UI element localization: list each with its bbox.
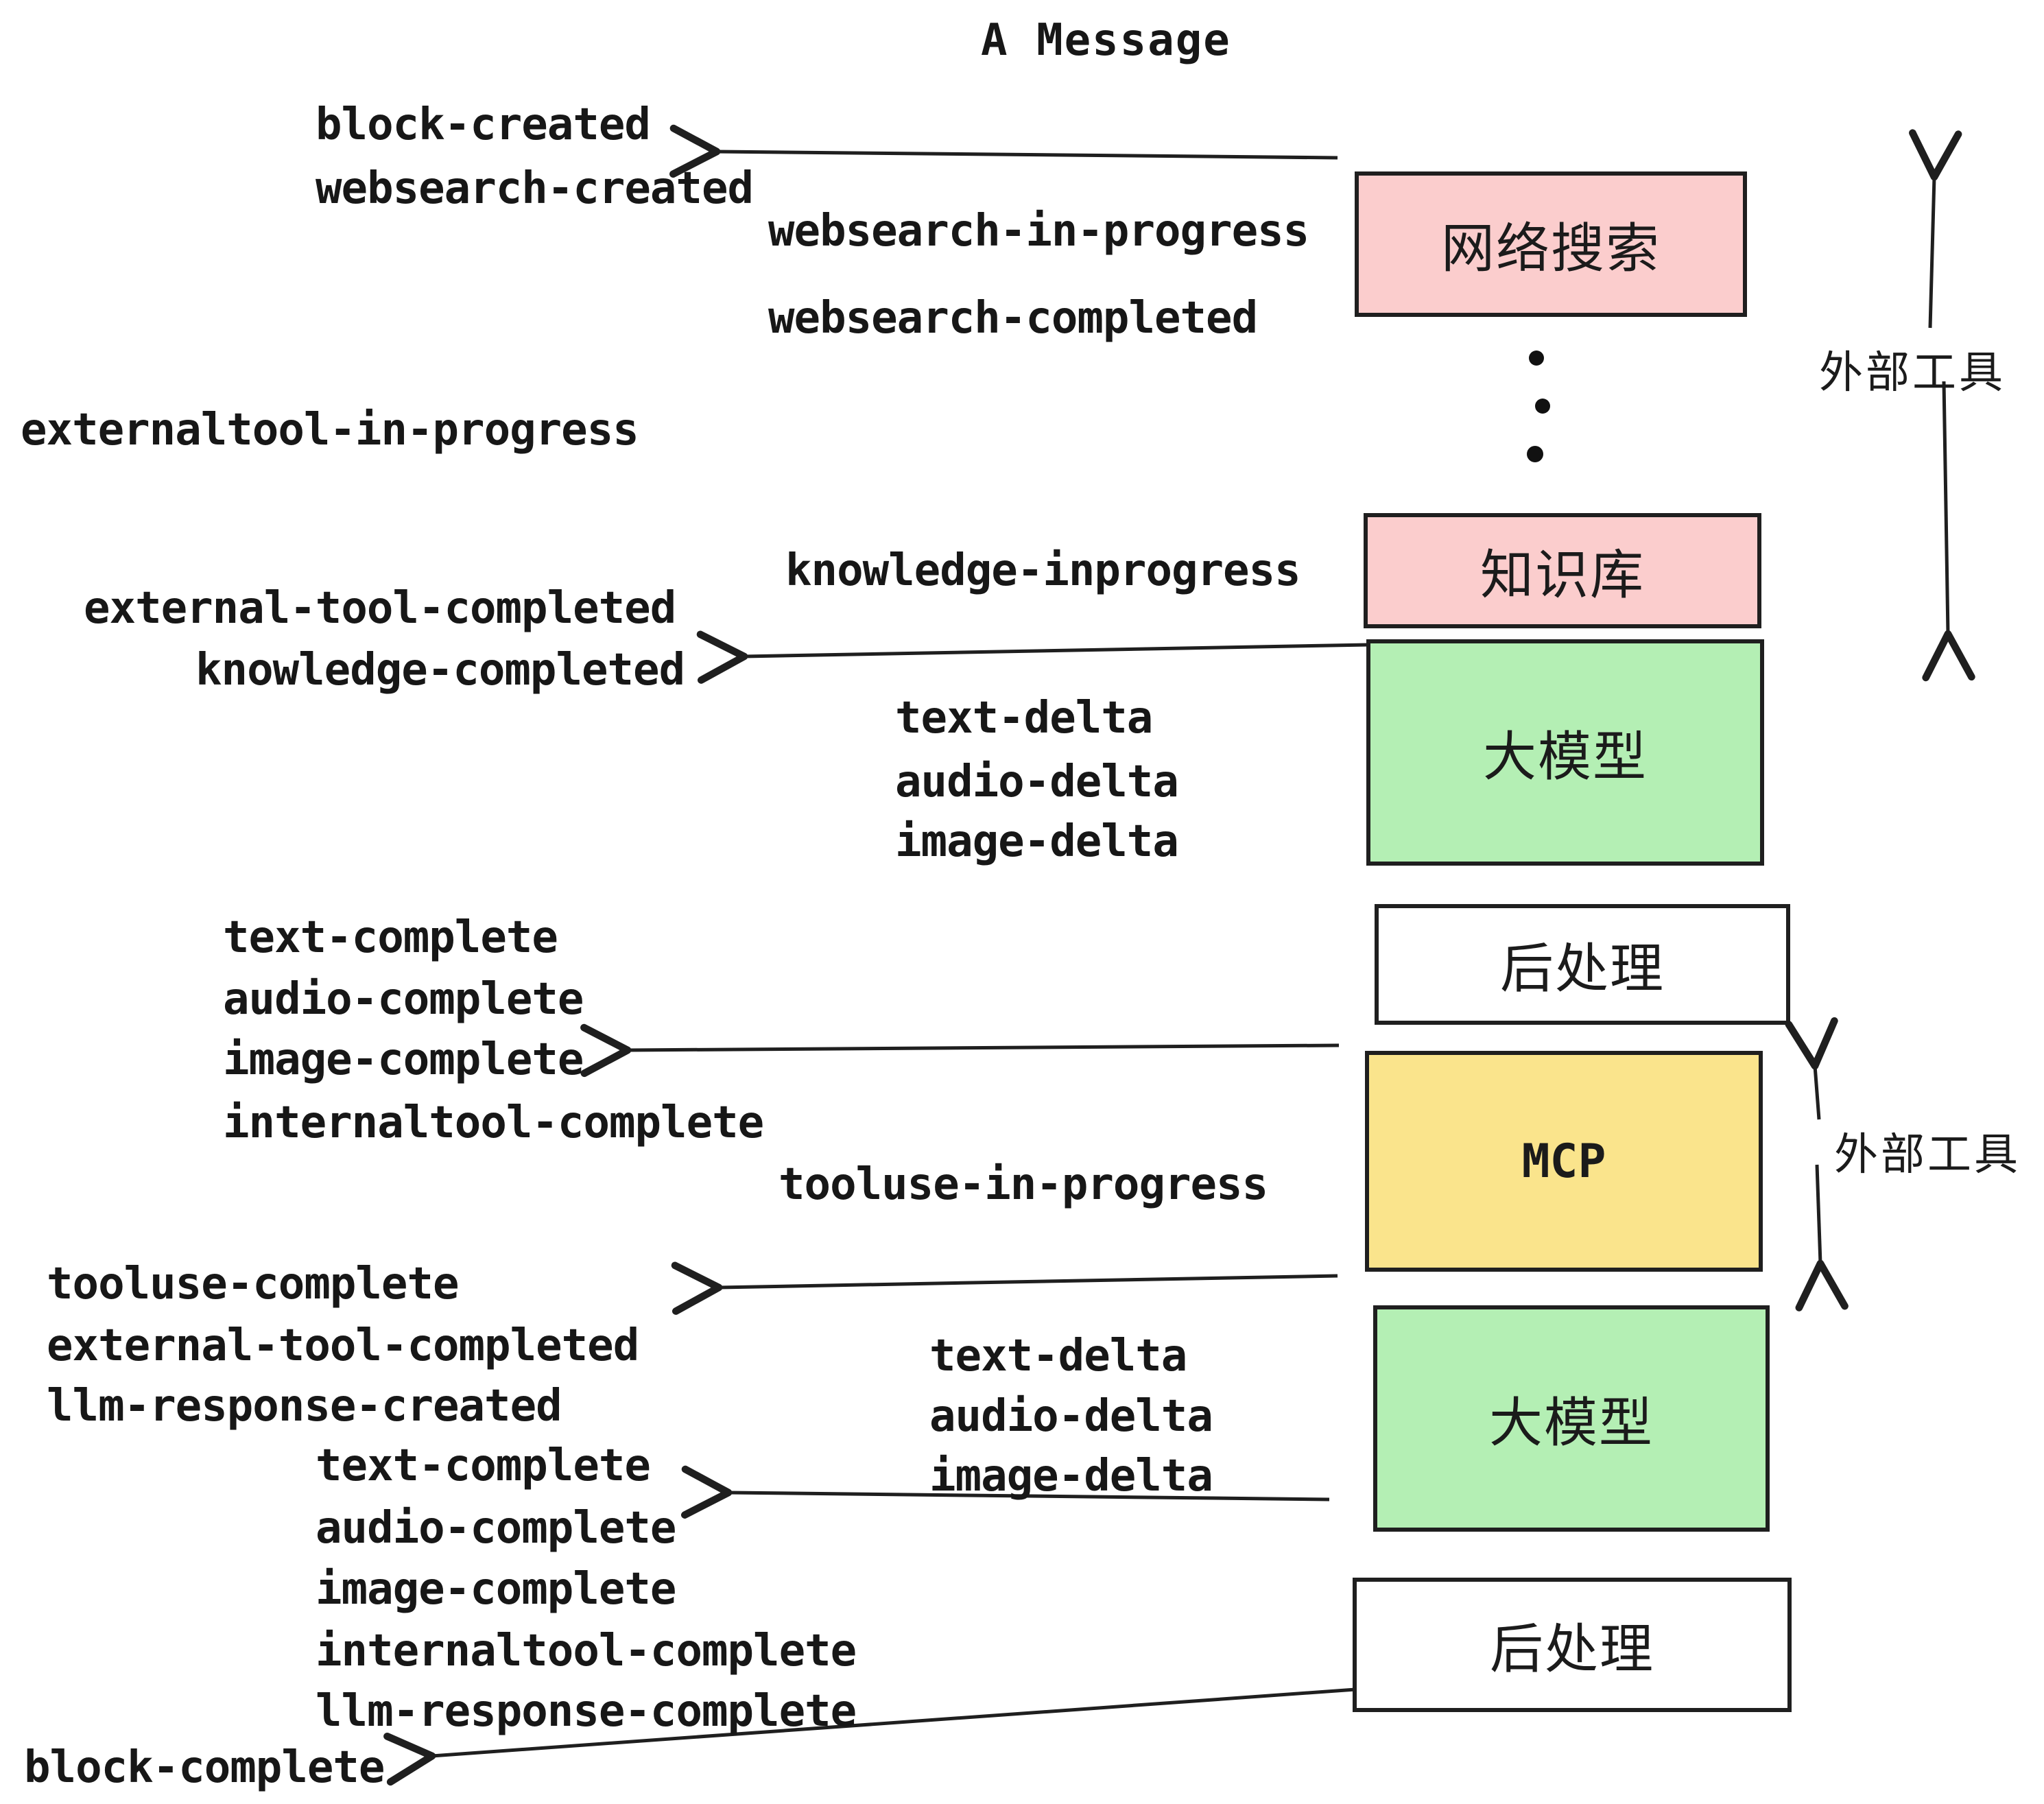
box-websearch-label: 网络搜索	[1440, 218, 1661, 278]
event-llm-response-complete: llm-response-complete	[316, 1686, 857, 1737]
side-label-external-tools-top: 外部工具	[1819, 348, 2006, 397]
event-audio-complete: audio-complete	[223, 974, 584, 1025]
event-block-created: block-created	[316, 99, 651, 150]
event-knowledge-completed: knowledge-completed	[195, 645, 685, 696]
event-audio-delta-2: audio-delta	[929, 1391, 1213, 1442]
arrow-websearch-to-block-created	[669, 124, 1338, 178]
event-knowledge-inprogress: knowledge-inprogress	[785, 545, 1301, 596]
event-internaltool-complete-2: internaltool-complete	[316, 1626, 857, 1676]
event-external-tool-completed-2: external-tool-completed	[47, 1320, 639, 1371]
box-knowledge-label: 知识库	[1479, 545, 1645, 605]
box-mcp-label: MCP	[1521, 1134, 1606, 1189]
box-llm-2-label: 大模型	[1488, 1392, 1654, 1453]
event-audio-complete-2: audio-complete	[316, 1503, 676, 1554]
event-tooluse-in-progress: tooluse-in-progress	[779, 1159, 1268, 1210]
arrow-mcp-to-tooluse-complete	[671, 1261, 1338, 1315]
event-image-delta-2: image-delta	[929, 1451, 1213, 1502]
box-postprocess-2-label: 后处理	[1489, 1619, 1654, 1679]
event-audio-delta: audio-delta	[895, 757, 1179, 807]
event-image-complete-2: image-complete	[316, 1564, 676, 1615]
box-websearch: 网络搜索	[1355, 171, 1747, 317]
box-postprocess-1: 后处理	[1375, 904, 1790, 1025]
event-websearch-created: websearch-created	[316, 163, 754, 214]
box-postprocess-1-label: 后处理	[1499, 938, 1665, 999]
arrow-knowledge-to-knowledge-completed	[696, 630, 1369, 684]
external-tools-down-arrow-top	[1922, 381, 1975, 682]
external-tools-up-arrow-top	[1909, 129, 1962, 329]
event-websearch-completed: websearch-completed	[768, 293, 1258, 344]
event-text-delta-2: text-delta	[929, 1331, 1187, 1381]
event-text-delta: text-delta	[895, 693, 1153, 744]
arrow-postprocess-to-image-complete	[580, 1023, 1340, 1078]
external-tools-down-arrow-mcp	[1795, 1164, 1849, 1312]
ellipsis-dots-icon	[1527, 351, 1550, 462]
arrow-postprocess-to-block-complete	[383, 1687, 1366, 1786]
event-block-complete: block-complete	[24, 1742, 385, 1793]
box-knowledge: 知识库	[1364, 513, 1761, 628]
event-image-delta: image-delta	[895, 816, 1179, 867]
event-llm-response-created: llm-response-created	[47, 1381, 562, 1432]
event-text-complete-2: text-complete	[316, 1440, 651, 1491]
event-externaltool-in-progress: externaltool-in-progress	[21, 405, 639, 455]
event-internaltool-complete: internaltool-complete	[223, 1097, 764, 1148]
event-text-complete: text-complete	[223, 912, 558, 963]
box-llm-1: 大模型	[1366, 639, 1764, 866]
box-postprocess-2: 后处理	[1353, 1578, 1792, 1712]
side-label-external-tools-mcp: 外部工具	[1834, 1130, 2021, 1179]
box-mcp: MCP	[1365, 1051, 1763, 1272]
box-llm-2: 大模型	[1373, 1305, 1770, 1532]
arrow-llm-to-audio-complete	[680, 1465, 1330, 1519]
box-llm-1-label: 大模型	[1482, 726, 1648, 787]
event-image-complete: image-complete	[223, 1034, 584, 1085]
external-tools-up-arrow-mcp	[1785, 1017, 1838, 1120]
event-tooluse-complete: tooluse-complete	[47, 1259, 459, 1309]
diagram-title: A Message	[981, 15, 1231, 66]
event-websearch-in-progress: websearch-in-progress	[768, 206, 1309, 257]
event-external-tool-completed: external-tool-completed	[84, 583, 676, 634]
